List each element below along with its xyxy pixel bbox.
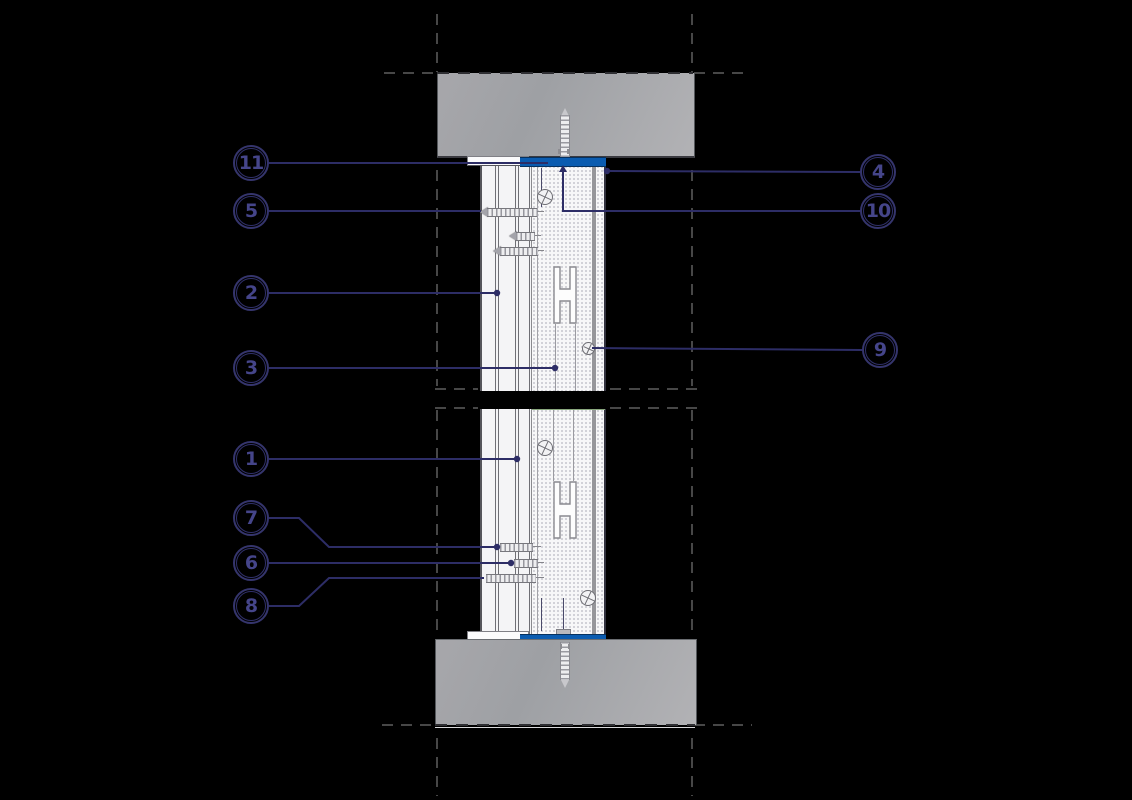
- callout-9: 9: [862, 332, 898, 368]
- callout-5-label: 5: [244, 200, 258, 222]
- interior-board-layers-lower: [480, 409, 533, 635]
- screw-head-s1-icon: [480, 207, 488, 217]
- sandwich-panel-core-upper: [531, 161, 606, 391]
- callout-10: 10: [860, 193, 896, 229]
- foot-channel-line-left: [541, 598, 542, 631]
- screw-s3-tip: [538, 250, 544, 251]
- break-line-lower-left: [435, 407, 478, 409]
- callout-2-label: 2: [244, 282, 258, 304]
- panel-joint-line-lower-left: [553, 410, 554, 481]
- panel-joint-line-upper-left: [555, 324, 556, 391]
- screw-s2-icon: [516, 232, 535, 241]
- callout-10-label: 10: [865, 200, 891, 222]
- screw-s4-tip: [533, 546, 541, 547]
- screw-s1-tip: [537, 211, 544, 212]
- anchor-screw-bottom-icon: [560, 642, 570, 680]
- callout-11-label: 11: [238, 152, 264, 174]
- foot-channel-line-right: [563, 598, 564, 631]
- fastener-head-lower-icon: [537, 440, 553, 456]
- screw-s2-tip: [535, 235, 541, 236]
- joint-mark-top-right: [567, 149, 569, 154]
- head-channel-line-left: [541, 168, 542, 207]
- callout-7: 7: [233, 500, 269, 536]
- section-cut-line-bottom-left-vertical: [436, 738, 438, 796]
- projection-line-upper-left: [436, 170, 438, 386]
- break-line-upper-left: [435, 388, 478, 390]
- anchor-screw-top-icon: [560, 115, 570, 160]
- projection-line-upper-right: [691, 170, 693, 386]
- callout-1: 1: [233, 441, 269, 477]
- callout-6: 6: [233, 545, 269, 581]
- screw-head-s3-icon: [493, 246, 501, 256]
- callout-6-label: 6: [244, 552, 258, 574]
- h-joint-profile-lower: [553, 481, 577, 539]
- callout-4-label: 4: [871, 161, 885, 183]
- anchor-screw-top-tip-icon: [561, 108, 569, 116]
- screw-s5-tip: [538, 562, 544, 563]
- joint-mark-bottom-left: [560, 644, 562, 649]
- projection-line-lower-right: [691, 410, 693, 636]
- callout-1-label: 1: [244, 448, 258, 470]
- h-joint-profile-upper: [553, 266, 577, 324]
- screw-s5-icon: [514, 559, 538, 568]
- screw-s3-icon: [500, 247, 538, 256]
- callout-4: 4: [860, 154, 896, 190]
- joint-mark-bottom-right: [568, 644, 570, 649]
- screw-s6-tip: [536, 577, 544, 578]
- callout-11: 11: [233, 145, 269, 181]
- break-line-upper-right: [610, 388, 698, 390]
- concrete-slab-top-hidden-edge: [437, 72, 693, 74]
- callout-8: 8: [233, 588, 269, 624]
- callout-8-label: 8: [244, 595, 258, 617]
- screw-s6-icon: [486, 574, 536, 583]
- break-line-lower-right: [610, 407, 698, 409]
- panel-joint-line-lower-right: [573, 410, 574, 481]
- section-cut-line-bottom-left-horizontal: [382, 724, 436, 726]
- callout-2: 2: [233, 275, 269, 311]
- callout-9-label: 9: [873, 339, 887, 361]
- screw-s4-icon: [500, 543, 533, 552]
- concrete-slab-bottom-underline: [435, 727, 695, 728]
- callout-5: 5: [233, 193, 269, 229]
- section-cut-line-top-right-vertical: [691, 14, 693, 72]
- section-cut-line-top-left-vertical: [436, 14, 438, 72]
- screw-head-s2-icon: [509, 231, 517, 241]
- concrete-slab-bottom-hidden-edge: [435, 724, 695, 726]
- fastener-head-bottom-icon: [580, 590, 596, 606]
- section-cut-line-top-left-horizontal: [384, 72, 436, 74]
- projection-line-lower-left: [436, 410, 438, 636]
- section-cut-line-bottom-right-vertical: [691, 738, 693, 796]
- break-edge-highlight: [532, 409, 605, 410]
- interior-board-layers-upper: [480, 161, 533, 391]
- anchor-screw-bottom-tip-icon: [561, 680, 569, 688]
- callout-3: 3: [233, 350, 269, 386]
- joint-mark-top-left: [558, 149, 560, 154]
- screw-s1-icon: [487, 208, 537, 217]
- callout-3-label: 3: [244, 357, 258, 379]
- fastener-head-upper-icon: [537, 189, 553, 205]
- section-cut-line-top-right-horizontal: [694, 72, 748, 74]
- section-cut-line-bottom-right-horizontal: [694, 724, 752, 726]
- callout-7-label: 7: [244, 507, 258, 529]
- panel-joint-line-upper-right: [575, 324, 576, 391]
